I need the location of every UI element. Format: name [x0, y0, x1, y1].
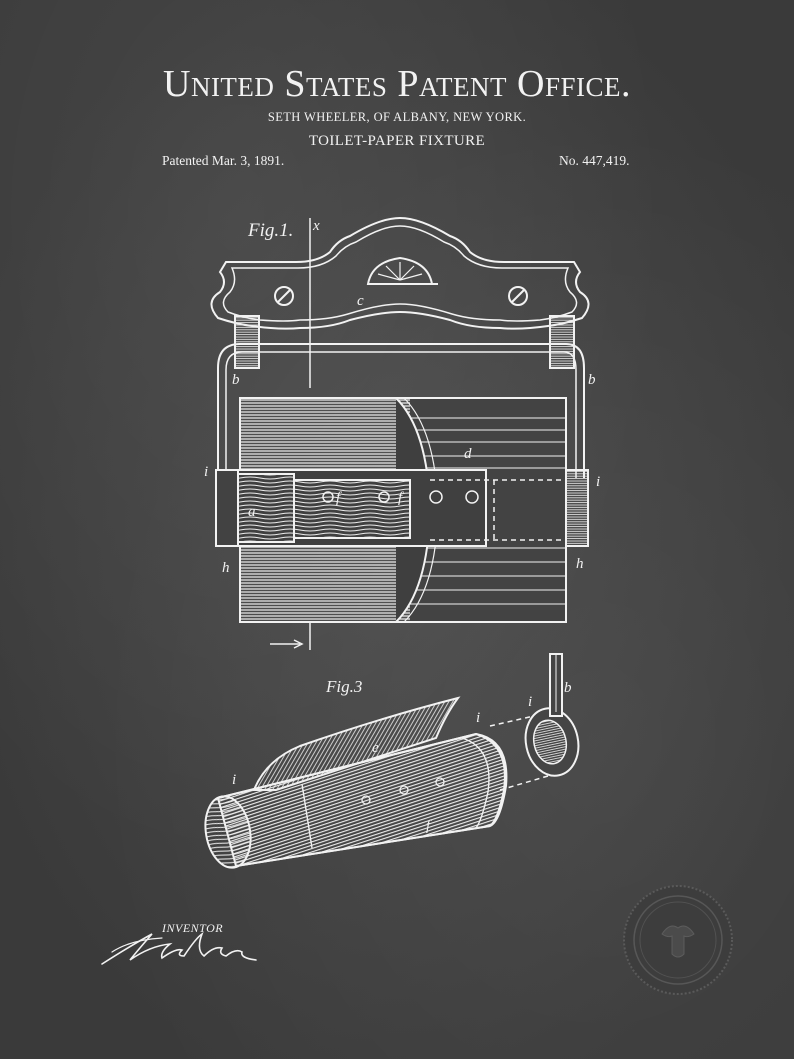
figure-3: Fig.3 e i f i i b — [204, 653, 580, 869]
ref-letter-a: a — [248, 504, 256, 520]
ref-letter-f1: f — [336, 490, 342, 506]
sunburst-ornament — [366, 256, 434, 285]
ref-letter-h-left: h — [222, 560, 230, 576]
ref-letter-i-right: i — [596, 474, 600, 490]
ref-letter-i-top: i — [528, 694, 532, 710]
screw-left — [274, 286, 294, 306]
patented-date: Patented Mar. 3, 1891. — [162, 153, 285, 168]
screw-right — [508, 286, 528, 306]
ref-letter-c: c — [357, 293, 364, 309]
ref-letter-d: d — [464, 446, 472, 462]
hinge-left — [234, 315, 260, 369]
ref-letter-f-fig3: f — [426, 818, 432, 834]
roll-end-face — [204, 795, 252, 869]
ref-letter-i-left: i — [204, 464, 208, 480]
fig3-label: Fig.3 — [325, 677, 362, 696]
spindle-end — [235, 473, 295, 543]
figure-1: Fig.1. c — [204, 216, 600, 650]
embossed-seal-icon — [623, 885, 733, 995]
fig1-label: Fig.1. — [247, 220, 293, 241]
end-block-right — [565, 469, 589, 547]
inventor-caption: INVENTOR — [162, 921, 224, 935]
invention-title: TOILET-PAPER FIXTURE — [308, 133, 486, 149]
ref-letter-b-right: b — [588, 372, 596, 388]
end-block-left — [215, 469, 239, 547]
inventor-line: SETH WHEELER, OF ALBANY, NEW YORK. — [267, 110, 527, 124]
ref-letter-b-top: b — [564, 680, 572, 696]
inventor-signature — [101, 931, 257, 965]
ref-letter-f2: f — [398, 490, 404, 506]
office-title: United States Patent Office. — [163, 63, 631, 105]
backplate-inner — [222, 225, 578, 322]
hinge-right — [549, 315, 575, 369]
ref-letter-i-left-fig3: i — [232, 772, 236, 788]
patent-number: No. 447,419. — [559, 153, 630, 168]
paper-sheet — [252, 696, 461, 791]
bracket-arm — [217, 343, 585, 478]
ref-letter-e: e — [372, 740, 379, 756]
ref-letter-b-left: b — [232, 372, 240, 388]
ref-letter-i-roll: i — [476, 710, 480, 726]
ref-letter-h-right: h — [576, 556, 584, 572]
ref-letter-x: x — [312, 218, 320, 234]
